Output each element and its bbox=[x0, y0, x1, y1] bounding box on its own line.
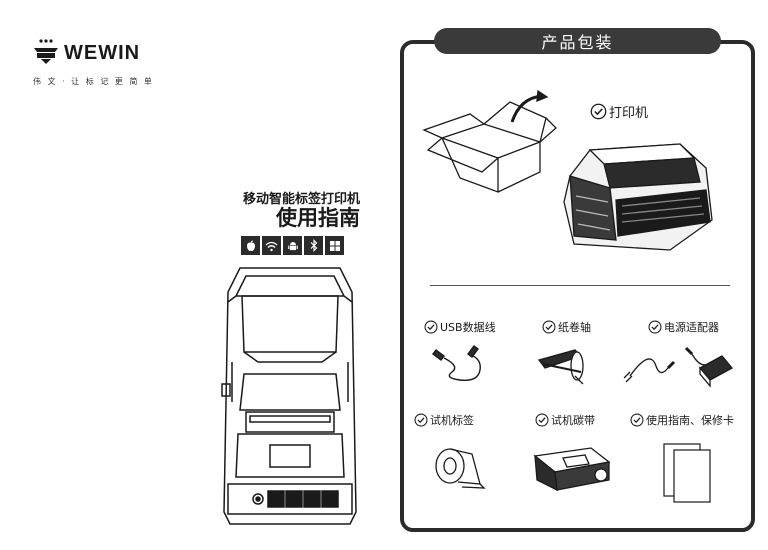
manual-card-icon bbox=[663, 443, 711, 503]
check-circle-icon bbox=[424, 320, 438, 334]
guide-title: 使用指南 bbox=[276, 206, 360, 230]
package-item-paper-spindle: 纸卷轴 bbox=[542, 319, 591, 335]
bluetooth-icon bbox=[304, 236, 323, 255]
label-roll-icon bbox=[435, 448, 486, 489]
usb-cable-label: USB数据线 bbox=[440, 321, 496, 334]
package-item-power-adapter: 电源适配器 bbox=[648, 319, 719, 335]
platform-icons bbox=[241, 236, 344, 255]
printer-illustration bbox=[563, 143, 713, 251]
check-circle-icon bbox=[648, 320, 662, 334]
brand-tagline: 伟 文 · 让 标 记 更 简 单 bbox=[33, 77, 154, 86]
windows-icon bbox=[325, 236, 344, 255]
package-item-manual-warranty: 使用指南、保修卡 bbox=[630, 412, 734, 428]
printer-label: 打印机 bbox=[609, 106, 649, 121]
printer-front-illustration bbox=[221, 267, 357, 525]
wewin-logo-icon bbox=[34, 39, 58, 64]
package-item-usb-cable: USB数据线 bbox=[424, 319, 496, 335]
power-adapter-label: 电源适配器 bbox=[664, 321, 719, 334]
package-item-printer: 打印机 bbox=[590, 102, 648, 121]
test-ribbon-label: 试机碳带 bbox=[551, 414, 595, 427]
package-header: 产品包装 bbox=[434, 28, 721, 54]
ribbon-cartridge-icon bbox=[533, 447, 611, 492]
paper-roll-spindle-icon bbox=[537, 349, 584, 385]
check-circle-icon bbox=[414, 413, 428, 427]
check-circle-icon bbox=[535, 413, 549, 427]
check-circle-icon bbox=[542, 320, 556, 334]
product-subtitle: 移动智能标签打印机 bbox=[242, 192, 360, 207]
package-item-test-ribbon: 试机碳带 bbox=[535, 412, 595, 428]
package-item-test-labels: 试机标签 bbox=[414, 412, 474, 428]
apple-icon bbox=[241, 236, 260, 255]
section-divider bbox=[430, 285, 730, 286]
usb-cable-icon bbox=[432, 345, 481, 381]
open-box-illustration bbox=[422, 89, 557, 193]
brand-name: WEWIN bbox=[64, 42, 141, 64]
wifi-icon bbox=[262, 236, 281, 255]
android-icon bbox=[283, 236, 302, 255]
check-circle-icon bbox=[590, 103, 607, 120]
manual-warranty-label: 使用指南、保修卡 bbox=[646, 414, 734, 427]
paper-spindle-label: 纸卷轴 bbox=[558, 321, 591, 334]
test-labels-label: 试机标签 bbox=[430, 414, 474, 427]
check-circle-icon bbox=[630, 413, 644, 427]
power-adapter-icon bbox=[623, 346, 734, 388]
